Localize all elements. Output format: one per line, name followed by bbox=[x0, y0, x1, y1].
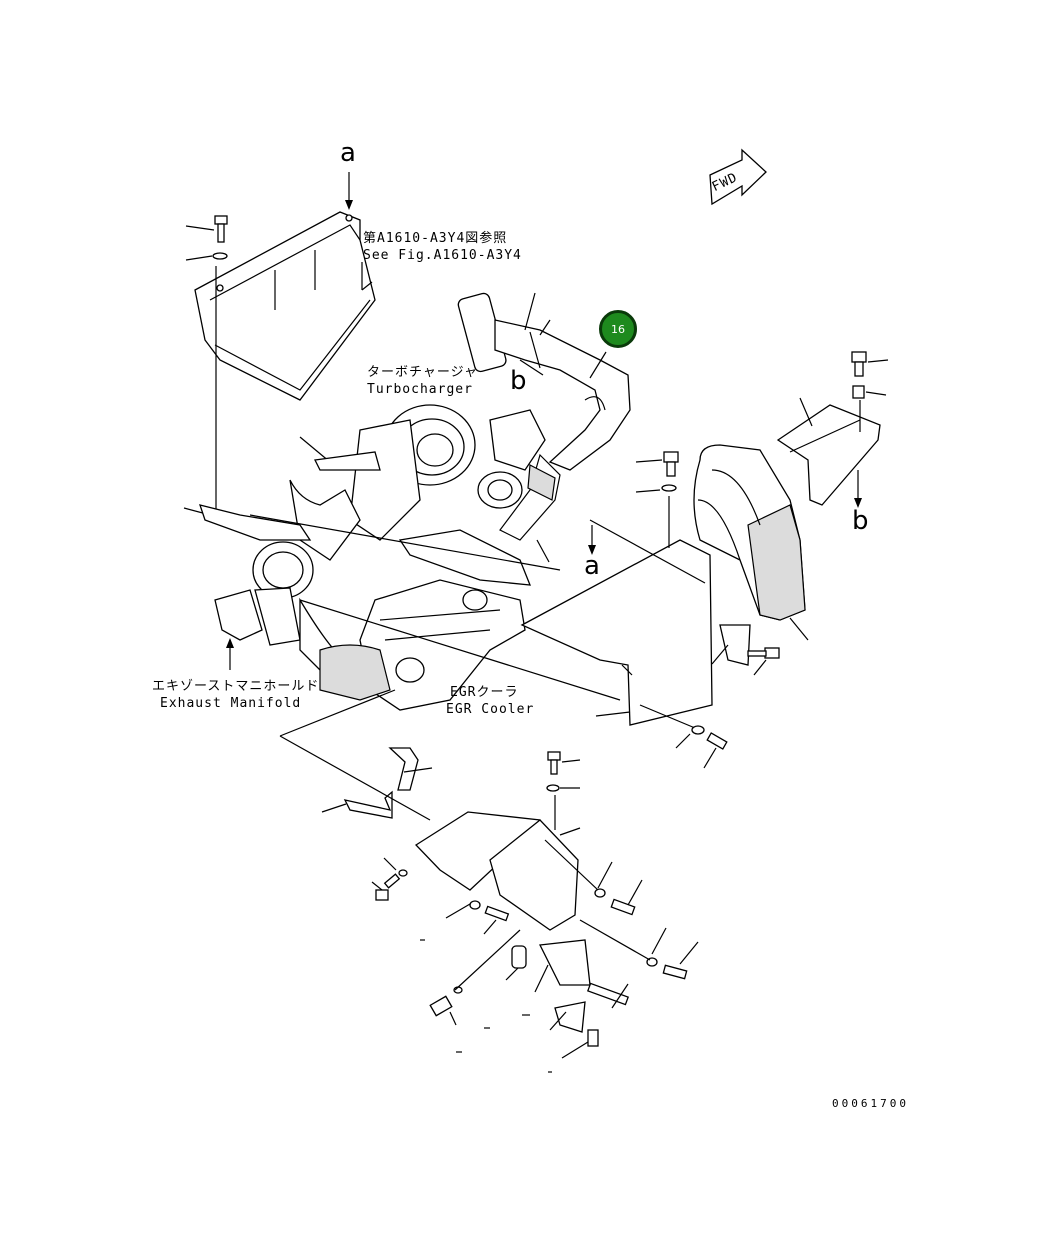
drawing-code: 00061700 bbox=[832, 1097, 909, 1110]
exhaust-pipe bbox=[457, 292, 631, 541]
callout-16[interactable]: 16 bbox=[599, 310, 637, 348]
ref-a-top: a bbox=[340, 138, 356, 168]
center-plate bbox=[520, 539, 713, 726]
egr-cooler-en-label: EGR Cooler bbox=[446, 702, 535, 717]
turbocharger-jp-label: ターボチャージャ bbox=[367, 365, 478, 380]
upper-bracket bbox=[194, 211, 376, 401]
see-fig-jp-label: 第A1610-A3Y4図参照 bbox=[363, 231, 508, 246]
ref-b-mid: b bbox=[510, 366, 527, 396]
bolt-top-left bbox=[185, 215, 228, 261]
see-fig-en-label: See Fig.A1610-A3Y4 bbox=[363, 248, 522, 263]
exhaust-manifold bbox=[199, 479, 361, 681]
upper-right-bracket bbox=[776, 404, 881, 506]
fwd-arrow-icon bbox=[709, 148, 767, 206]
lower-brackets bbox=[343, 747, 591, 1033]
ref-a-right: a bbox=[584, 551, 600, 581]
turbocharger-en-label: Turbocharger bbox=[367, 382, 473, 397]
duct-cover bbox=[693, 444, 806, 621]
ref-b-right: b bbox=[852, 506, 869, 536]
exhaust-manifold-jp-label: エキゾーストマニホールド bbox=[152, 679, 320, 694]
egr-cooler-jp-label: EGRクーラ bbox=[450, 685, 519, 700]
turbocharger bbox=[349, 404, 546, 541]
exhaust-manifold-en-label: Exhaust Manifold bbox=[160, 696, 302, 711]
